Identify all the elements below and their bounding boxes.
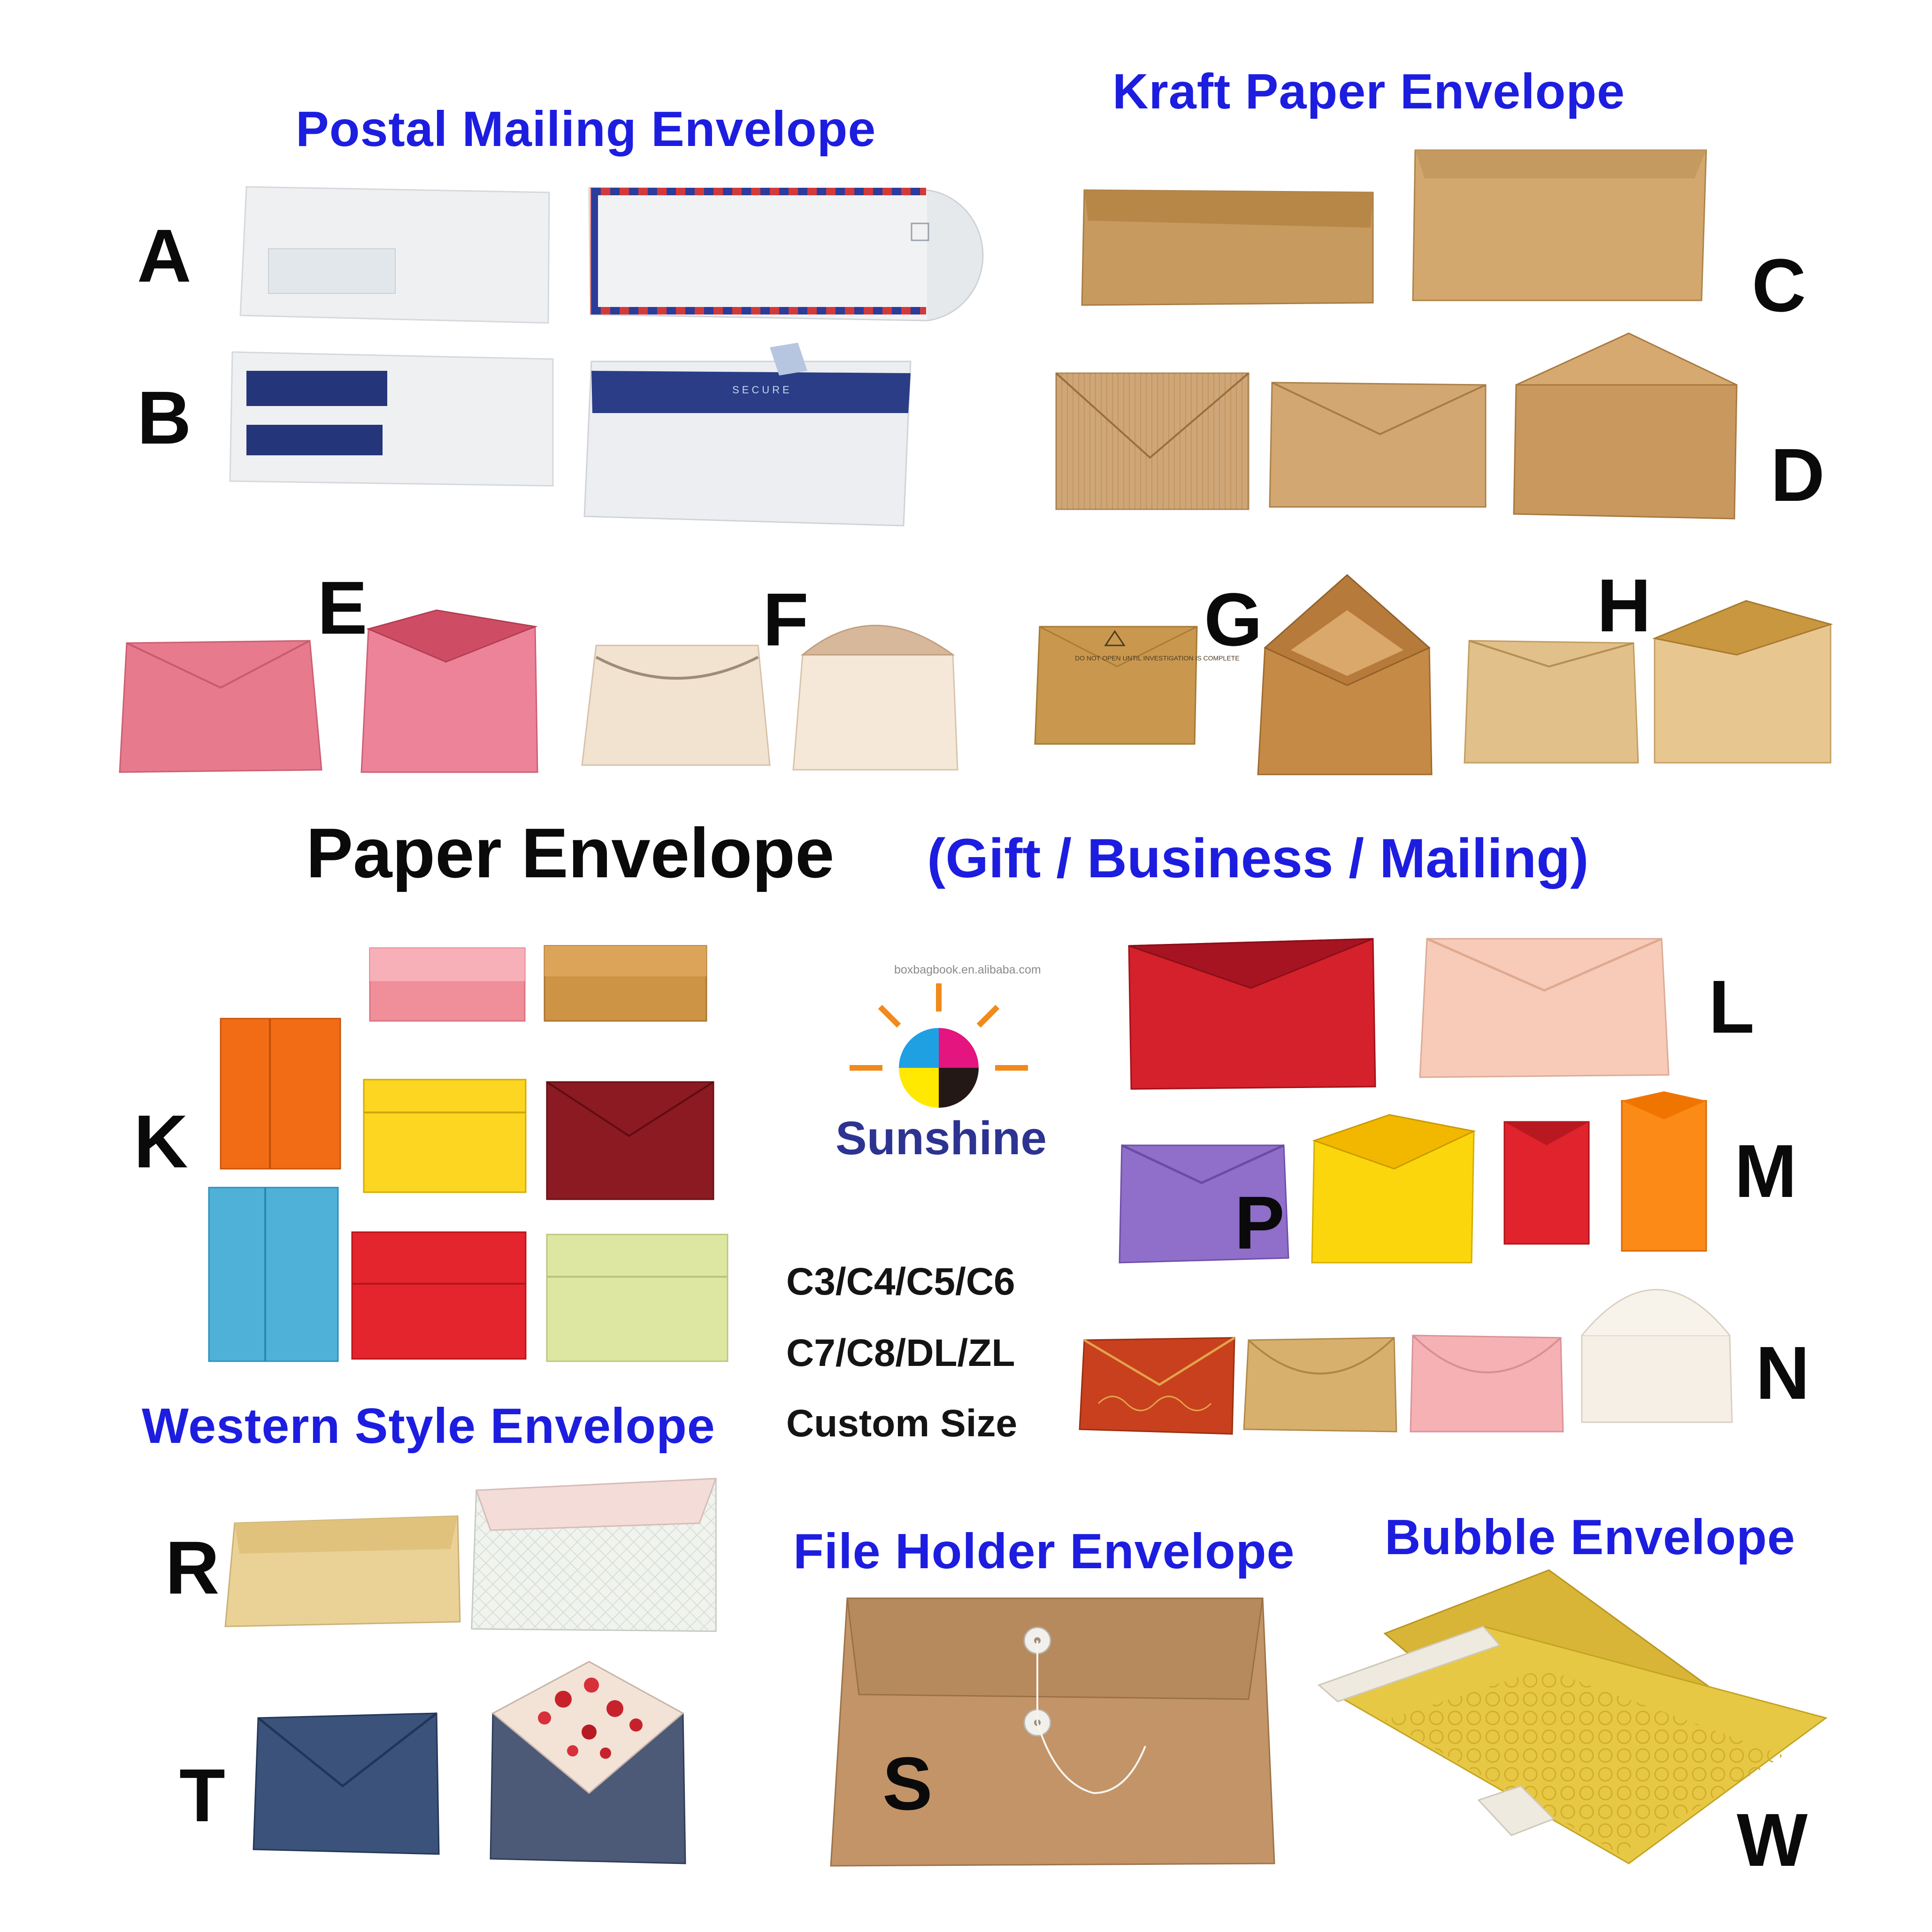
label-B: B (137, 376, 192, 460)
heading-paper-envelope: Paper Envelope (306, 813, 835, 892)
envelope-B-secure-text: SECURE (732, 384, 792, 396)
envelope-N-kraft (1243, 1337, 1397, 1433)
size-line-3: Custom Size (786, 1402, 1018, 1445)
heading-western-style: Western Style Envelope (142, 1398, 715, 1454)
envelope-M-red-small (1503, 1121, 1590, 1245)
envelope-F-cream-open (792, 625, 958, 771)
envelope-W-bubble (1317, 1569, 1828, 1864)
label-R: R (165, 1526, 220, 1610)
logo-brand-name: Sunshine (836, 1112, 1047, 1165)
envelope-N-pink (1410, 1334, 1564, 1433)
envelope-D-kraft-3 (1513, 332, 1738, 520)
envelope-B-security (583, 343, 912, 527)
label-G: G (1204, 577, 1263, 661)
label-E: E (317, 566, 368, 650)
envelope-C-kraft-long (1081, 189, 1374, 306)
envelope-N-ivory (1581, 1289, 1733, 1423)
size-line-2: C7/C8/DL/ZL (786, 1332, 1015, 1374)
envelope-G-kraft-warning (1034, 626, 1198, 745)
envelope-A-window (239, 186, 550, 324)
label-W: W (1737, 1798, 1808, 1882)
heading-postal-mailing: Postal Mailing Envelope (296, 101, 876, 157)
label-C: C (1752, 243, 1806, 327)
heading-file-holder: File Holder Envelope (793, 1524, 1295, 1579)
envelope-H-kraft-closed (1464, 640, 1639, 764)
heading-kraft-paper: Kraft Paper Envelope (1112, 64, 1625, 119)
heading-paper-subtitle: (Gift / Business / Mailing) (927, 828, 1589, 889)
envelope-H-kraft-open (1652, 600, 1833, 764)
envelope-T-navy-floral (490, 1661, 686, 1864)
envelope-B-double-window (229, 351, 554, 487)
envelope-M-orange-small (1621, 1091, 1707, 1252)
label-K: K (134, 1099, 188, 1183)
envelope-D-kraft-1 (1055, 372, 1250, 510)
envelope-R-lace (471, 1478, 717, 1632)
logo-watermark: boxbagbook.en.alibaba.com (894, 963, 1041, 976)
envelope-K-group (208, 945, 728, 1362)
label-F: F (763, 577, 809, 661)
sunshine-logo-mark (850, 983, 1028, 1108)
envelope-P-purple (1119, 1144, 1289, 1264)
label-N: N (1756, 1331, 1810, 1415)
label-P: P (1234, 1181, 1285, 1265)
heading-bubble: Bubble Envelope (1385, 1510, 1795, 1565)
envelope-C-kraft-wide (1412, 149, 1707, 301)
envelope-S-file-holder (830, 1597, 1275, 1867)
envelope-F-cream-closed (581, 644, 771, 766)
label-S: S (882, 1741, 933, 1825)
envelope-E-pink-open (360, 609, 538, 773)
envelope-N-red-gold (1079, 1336, 1235, 1435)
envelope-L-peach (1419, 937, 1670, 1078)
label-T: T (179, 1753, 225, 1837)
label-M: M (1734, 1129, 1797, 1213)
envelope-E-pink-closed (119, 640, 322, 773)
envelope-A-airmail (588, 187, 984, 322)
label-A: A (137, 214, 192, 298)
envelope-M-yellow (1311, 1114, 1476, 1264)
envelope-T-navy-closed (253, 1712, 440, 1855)
label-L: L (1709, 965, 1755, 1049)
envelope-G-kraft-open (1257, 574, 1433, 775)
label-D: D (1771, 433, 1825, 517)
envelope-R-kraft (224, 1515, 461, 1627)
envelope-L-red (1128, 938, 1376, 1090)
envelope-G-warning-text: DO NOT OPEN UNTIL INVESTIGATION IS COMPL… (1075, 654, 1240, 662)
envelope-D-kraft-2 (1269, 382, 1487, 508)
label-H: H (1597, 563, 1651, 647)
size-line-1: C3/C4/C5/C6 (786, 1260, 1015, 1303)
